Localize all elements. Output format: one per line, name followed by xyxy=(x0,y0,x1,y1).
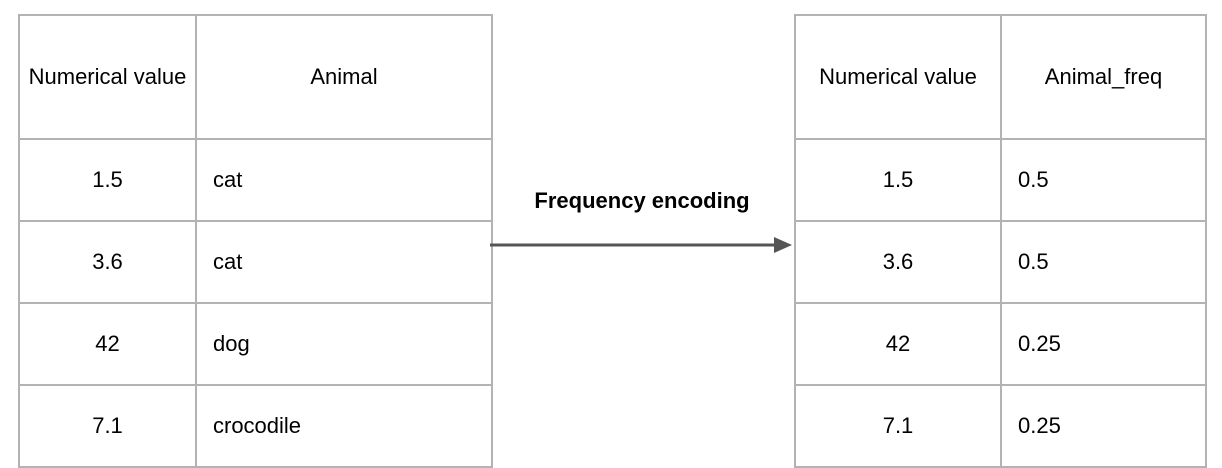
table-header-row: Numerical value Animal xyxy=(18,14,493,140)
table-row: 1.5 cat xyxy=(18,138,493,222)
column-header-numerical-value: Numerical value xyxy=(794,14,1002,140)
table-row: 42 0.25 xyxy=(794,302,1207,386)
table-row: 7.1 crocodile xyxy=(18,384,493,468)
cell-numerical-value: 1.5 xyxy=(794,138,1002,222)
cell-numerical-value: 7.1 xyxy=(18,384,197,468)
cell-animal: cat xyxy=(195,220,493,304)
table-row: 1.5 0.5 xyxy=(794,138,1207,222)
cell-animal-freq: 0.5 xyxy=(1000,220,1207,304)
table-header-row: Numerical value Animal_freq xyxy=(794,14,1207,140)
column-header-animal: Animal xyxy=(195,14,493,140)
cell-numerical-value: 42 xyxy=(794,302,1002,386)
transform-label: Frequency encoding xyxy=(534,188,750,213)
cell-animal-freq: 0.5 xyxy=(1000,138,1207,222)
transform-arrow-group: Frequency encoding xyxy=(488,188,794,264)
cell-numerical-value: 7.1 xyxy=(794,384,1002,468)
cell-animal: cat xyxy=(195,138,493,222)
source-table: Numerical value Animal 1.5 cat 3.6 cat 4… xyxy=(18,14,493,468)
table-row: 42 dog xyxy=(18,302,493,386)
cell-animal: crocodile xyxy=(195,384,493,468)
cell-animal-freq: 0.25 xyxy=(1000,302,1207,386)
cell-numerical-value: 3.6 xyxy=(18,220,197,304)
cell-numerical-value: 1.5 xyxy=(18,138,197,222)
table-row: 7.1 0.25 xyxy=(794,384,1207,468)
encoded-table: Numerical value Animal_freq 1.5 0.5 3.6 … xyxy=(794,14,1207,468)
cell-animal-freq: 0.25 xyxy=(1000,384,1207,468)
column-header-animal-freq: Animal_freq xyxy=(1000,14,1207,140)
cell-numerical-value: 3.6 xyxy=(794,220,1002,304)
cell-animal: dog xyxy=(195,302,493,386)
right-arrow-icon xyxy=(490,237,792,253)
column-header-numerical-value: Numerical value xyxy=(18,14,197,140)
cell-numerical-value: 42 xyxy=(18,302,197,386)
table-row: 3.6 0.5 xyxy=(794,220,1207,304)
table-row: 3.6 cat xyxy=(18,220,493,304)
